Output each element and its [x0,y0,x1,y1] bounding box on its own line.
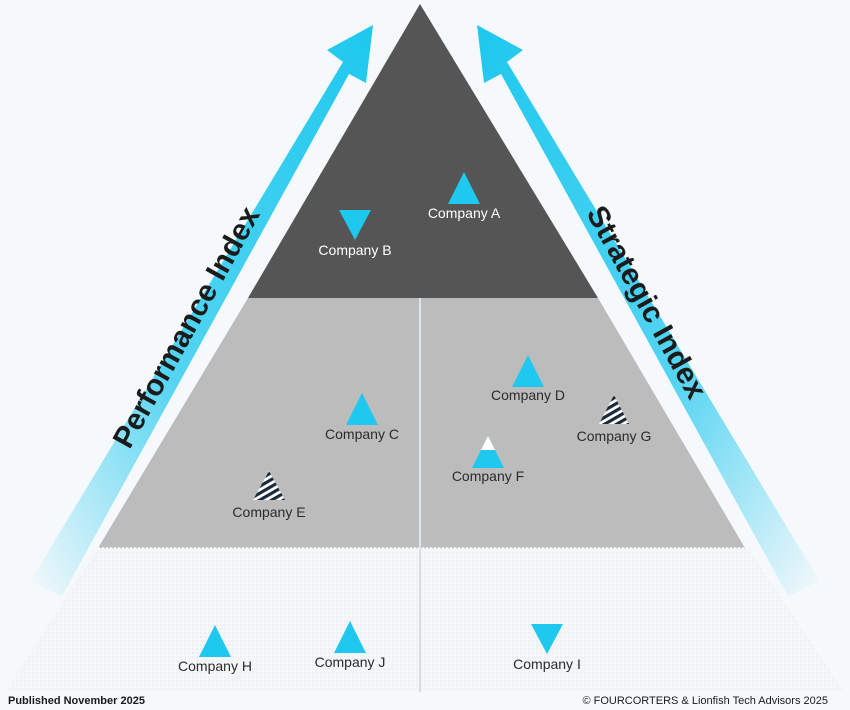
company-h-marker[interactable] [199,625,231,657]
company-f-marker[interactable] [472,436,504,468]
copyright-notice: © FOURCORTERS & Lionfish Tech Advisors 2… [582,695,828,707]
triangle-up-icon [448,172,480,204]
company-a-marker[interactable] [448,172,480,204]
company-h-label: Company H [178,658,252,674]
published-date: Published November 2025 [8,695,145,707]
half-white-triangle-top [481,436,495,450]
company-e-marker[interactable] [253,471,285,500]
company-g-label: Company G [577,428,652,444]
triangle-down-icon [531,624,563,654]
company-j-label: Company J [315,654,386,670]
triangle-up-icon [512,355,544,387]
company-c-marker[interactable] [346,393,378,425]
triangle-down-icon [339,210,371,240]
pyramid-top-tier [248,4,598,298]
company-e-label: Company E [232,504,305,520]
striped-triangle-icon [599,395,629,424]
strategic-index-arrow [477,25,820,596]
performance-index-arrow [30,25,373,596]
company-f-label: Company F [452,468,524,484]
company-d-marker[interactable] [512,355,544,387]
company-d-label: Company D [491,387,565,403]
company-g-marker[interactable] [599,395,629,424]
company-b-marker[interactable] [339,210,371,240]
company-j-marker[interactable] [334,621,366,653]
company-i-label: Company I [513,656,581,672]
company-b-label: Company B [318,242,391,258]
company-c-label: Company C [325,426,399,442]
triangle-up-icon [346,393,378,425]
pyramid-middle-tier [98,298,745,548]
striped-triangle-icon [253,471,285,500]
triangle-up-icon [199,625,231,657]
company-i-marker[interactable] [531,624,563,654]
pyramid-bottom-tier [5,548,845,692]
company-a-label: Company A [428,205,501,221]
triangle-up-icon [334,621,366,653]
half-white-triangle-icon [472,436,504,468]
